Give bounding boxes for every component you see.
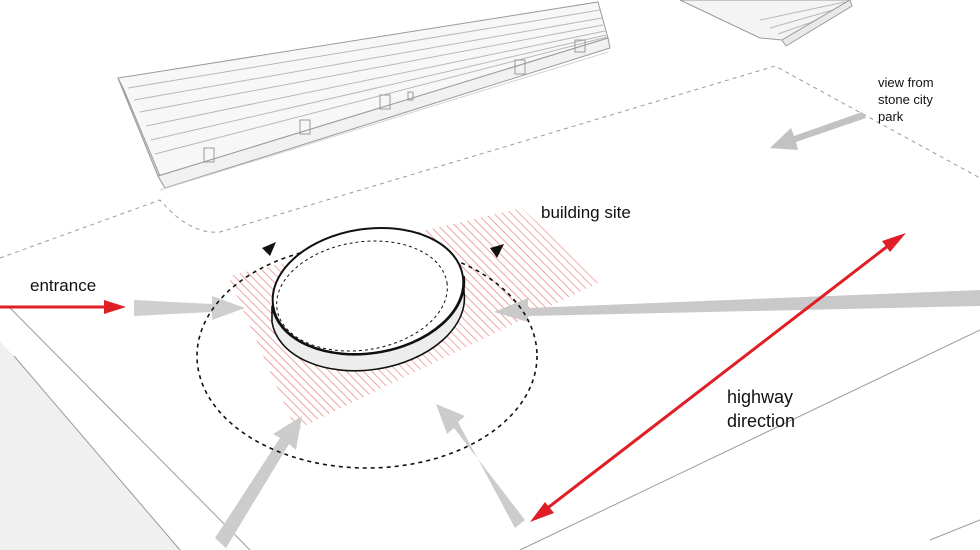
building-site-label: building site: [541, 203, 631, 222]
ground-outline: [0, 307, 980, 550]
warehouse-building-right: [679, 0, 853, 47]
view-label-line-2: stone city: [878, 92, 933, 107]
site-boundary-dashed: [0, 65, 980, 259]
entrance-arrow: [0, 300, 126, 314]
circulation-path-dashed: [196, 243, 538, 469]
warehouse-building-left: [117, 1, 611, 191]
cylindrical-building: [271, 226, 466, 372]
circulation-arrowhead-left: [262, 242, 276, 256]
highway-direction-label: highway direction: [727, 385, 795, 433]
view-label-line-1: view from: [878, 75, 934, 90]
approach-arrow-bottom-right: [436, 404, 525, 528]
view-from-park-label: view from stone city park: [878, 74, 934, 125]
circulation-arrowhead-right: [490, 244, 504, 258]
approach-arrow-left: [134, 296, 245, 320]
approach-arrow-right-long: [494, 290, 980, 322]
view-label-line-3: park: [878, 109, 904, 124]
view-arrow-park: [770, 112, 866, 150]
highway-label-line-1: highway: [727, 387, 794, 407]
highway-direction-arrow: [530, 233, 906, 522]
approach-arrow-bottom-left: [215, 416, 302, 548]
entrance-label: entrance: [30, 276, 97, 295]
highway-label-line-2: direction: [727, 411, 796, 431]
